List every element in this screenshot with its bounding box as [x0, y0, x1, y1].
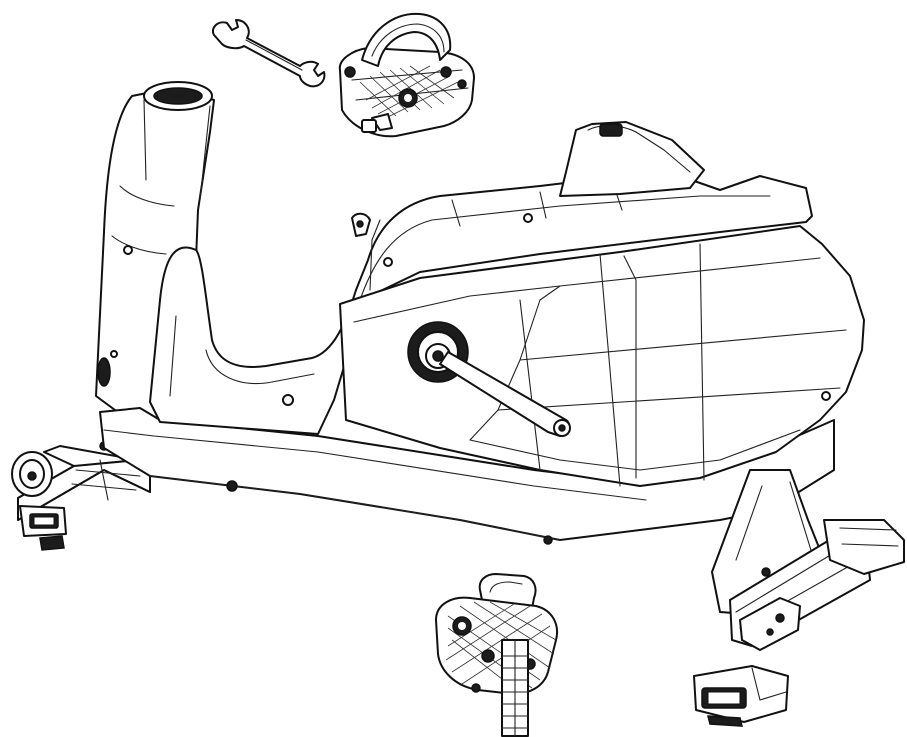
right-pedal [338, 12, 475, 138]
rear-stabilizer [11, 440, 151, 551]
left-pedal [435, 573, 558, 737]
front-stabilizer [693, 469, 905, 727]
wrench [212, 19, 326, 88]
crank-arm [439, 351, 571, 437]
body-shroud [99, 121, 865, 545]
